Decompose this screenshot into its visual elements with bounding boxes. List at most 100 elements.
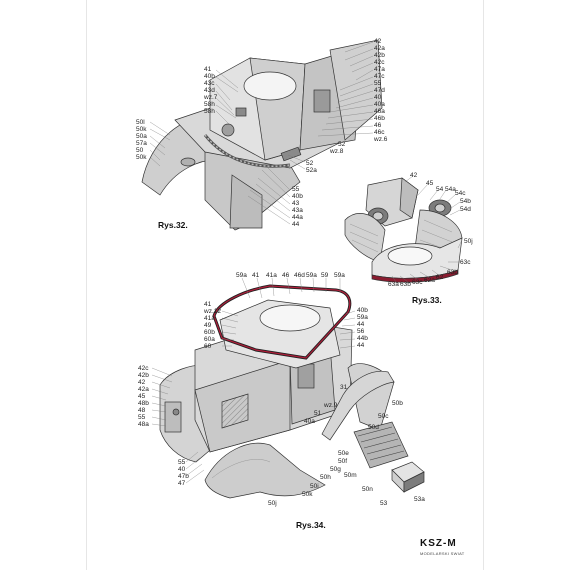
fig32-label: 50k <box>136 126 147 133</box>
figure-34-leaders <box>151 277 356 484</box>
fig34-label: 48a <box>138 421 149 428</box>
fig32-label: 52 <box>306 160 314 167</box>
fig32-label: wz.7 <box>204 94 218 101</box>
figure-33-leaders <box>391 175 463 283</box>
fig32-label: 50k <box>136 154 147 161</box>
fig34-label: 51 <box>314 410 322 417</box>
fig32-label: 42a <box>374 45 385 52</box>
fig32-label: 47c <box>374 73 385 80</box>
fig32-label: 42c <box>374 59 385 66</box>
fig33-label: 54d <box>460 206 471 213</box>
fig32-label: 42b <box>374 52 385 59</box>
fig32-label: 42 <box>374 38 382 45</box>
fig34-label: 60 <box>204 343 212 350</box>
fig34-label: 47 <box>178 480 186 487</box>
fig33-label: 50j <box>464 238 473 245</box>
fig32-label: 43d <box>204 87 215 94</box>
fig33-label: 63c <box>412 279 423 286</box>
fig33-label: 42 <box>410 172 418 179</box>
fig34-label: 42 <box>138 379 146 386</box>
fig33-label: 54 <box>436 186 444 193</box>
fig33-label: 63a <box>388 281 399 288</box>
fig34-label: 59a <box>357 314 368 321</box>
fig34-label: 50m <box>344 472 357 479</box>
fig32-label: 40b <box>292 193 303 200</box>
fig33-label: 63b <box>400 281 411 288</box>
fig34-label: 48 <box>138 407 146 414</box>
fig34-label: wz.12 <box>204 308 221 315</box>
brand-subtitle: MODELARSKI SWIAT <box>420 551 465 556</box>
fig32-label: 41 <box>204 66 212 73</box>
fig32-label: 50 <box>136 147 144 154</box>
fig34-caption: Rys.34. <box>296 520 326 530</box>
fig32-label: 58h <box>204 108 215 115</box>
fig34-label: 59 <box>321 272 329 279</box>
fig34-label: 41 <box>252 272 260 279</box>
fig32-label: wz.6 <box>374 136 388 143</box>
fig32-label: 57a <box>136 140 147 147</box>
fig32-label: 43a <box>292 207 303 214</box>
fig32-label: 50l <box>136 119 145 126</box>
fig32-label: 44 <box>292 221 300 228</box>
fig32-label: 55 <box>374 80 382 87</box>
fig34-label: wz.9 <box>324 402 338 409</box>
fig34-label: 48b <box>138 400 149 407</box>
fig34-label: 50h <box>320 474 331 481</box>
fig34-label: 50j <box>268 500 277 507</box>
fig34-label: 50e <box>338 450 349 457</box>
fig34-label: 45 <box>138 393 146 400</box>
fig34-label: 50k <box>302 491 313 498</box>
fig34-label: 50b <box>392 400 403 407</box>
fig32-label: 43 <box>292 200 300 207</box>
fig34-label: 40a <box>304 418 315 425</box>
fig34-label: 44 <box>357 321 365 328</box>
fig33-label: 54a <box>445 186 456 193</box>
fig33-label: 62a <box>424 277 435 284</box>
fig32-label: 46 <box>374 122 382 129</box>
fig33-label: 62 <box>436 274 444 281</box>
brand-logo: KSZ-M <box>420 538 457 549</box>
fig34-label: 31 <box>340 384 348 391</box>
fig33-label: 54b <box>460 198 471 205</box>
fig34-label: 42c <box>138 365 149 372</box>
figure-32-leaders <box>149 41 374 225</box>
fig34-label: 55 <box>178 459 186 466</box>
fig34-label: 55 <box>138 414 146 421</box>
fig34-label: 41a <box>204 315 215 322</box>
fig34-label: 50n <box>362 486 373 493</box>
fig33-label: 63c <box>460 259 471 266</box>
fig34-label: 44b <box>357 335 368 342</box>
fig33-label: 45 <box>426 180 434 187</box>
fig34-label: 53 <box>380 500 388 507</box>
fig34-label: 50d <box>368 424 379 431</box>
fig32-label: 47a <box>374 66 385 73</box>
fig34-label: 50f <box>338 458 348 465</box>
fig32-caption: Rys.32. <box>158 220 188 230</box>
fig32-label: 44a <box>292 214 303 221</box>
fig34-label: 50c <box>378 413 389 420</box>
fig32-label: 50a <box>136 133 147 140</box>
fig34-label: 46 <box>282 272 290 279</box>
fig33-label: 63b <box>447 269 458 276</box>
fig34-label: 60b <box>204 329 215 336</box>
fig32-label: 52a <box>306 167 317 174</box>
fig32-label: 58h <box>204 101 215 108</box>
fig32-label: wz.8 <box>330 148 344 155</box>
fig34-label: 44 <box>357 342 365 349</box>
fig32-label: 40b <box>204 73 215 80</box>
fig34-label: 59a <box>334 272 345 279</box>
fig34-label: 50i <box>310 483 319 490</box>
fig32-label: 40 <box>374 94 382 101</box>
fig34-label: 59a <box>306 272 317 279</box>
fig34-label: 56 <box>357 328 365 335</box>
fig34-label: 40b <box>357 307 368 314</box>
fig34-label: 41 <box>204 301 212 308</box>
fig32-label: 43c <box>204 80 215 87</box>
fig34-label: 42b <box>138 372 149 379</box>
fig32-label: 46a <box>374 108 385 115</box>
fig32-label: 47d <box>374 87 385 94</box>
fig33-caption: Rys.33. <box>412 295 442 305</box>
fig34-label: 41a <box>266 272 277 279</box>
fig32-label: 40a <box>374 101 385 108</box>
